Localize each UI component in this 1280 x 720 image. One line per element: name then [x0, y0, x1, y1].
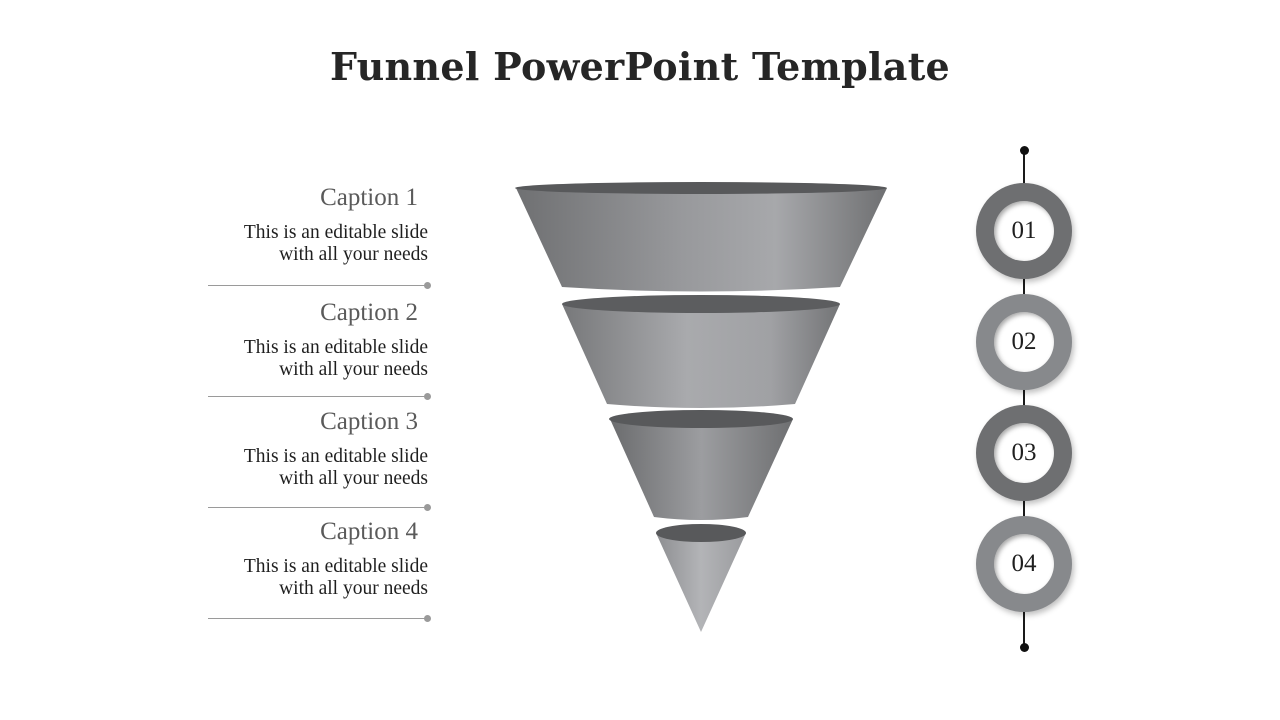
step-number-4: 04: [994, 534, 1054, 594]
caption-title: Caption 3: [320, 408, 418, 435]
step-number-2: 02: [994, 312, 1054, 372]
funnel-segment-3: [609, 410, 793, 520]
caption-description: This is an editable slide with all your …: [168, 222, 428, 266]
caption-line-1: This is an editable slide: [243, 446, 428, 467]
caption-divider: [208, 507, 426, 508]
caption-description: This is an editable slide with all your …: [168, 446, 428, 490]
divider-dot: [424, 615, 431, 622]
axis-bottom-dot: [1019, 643, 1029, 652]
caption-description: This is an editable slide with all your …: [168, 556, 428, 600]
funnel-segment-2: [562, 295, 840, 408]
step-circle-2: 02: [976, 294, 1072, 390]
caption-line-1: This is an editable slide: [243, 556, 428, 577]
step-number-1: 01: [994, 201, 1054, 261]
funnel-segment-1: [515, 182, 887, 292]
caption-line-1: This is an editable slide: [243, 337, 428, 358]
divider-dot: [424, 393, 431, 400]
caption-title: Caption 1: [320, 184, 418, 211]
step-number-3: 03: [994, 423, 1054, 483]
step-circle-4: 04: [976, 516, 1072, 612]
caption-divider: [208, 396, 426, 397]
caption-title: Caption 4: [320, 518, 418, 545]
caption-title: Caption 2: [320, 299, 418, 326]
slide-title: Funnel PowerPoint Template: [329, 44, 951, 89]
caption-description: This is an editable slide with all your …: [168, 337, 428, 381]
caption-line-2: with all your needs: [279, 244, 428, 265]
caption-line-1: This is an editable slide: [243, 222, 428, 243]
axis-top-dot: [1019, 146, 1029, 155]
step-circle-1: 01: [976, 183, 1072, 279]
caption-line-2: with all your needs: [279, 468, 428, 489]
step-axis-line: [1023, 150, 1025, 647]
step-circle-3: 03: [976, 405, 1072, 501]
caption-divider: [208, 618, 426, 619]
divider-dot: [424, 282, 431, 289]
caption-line-2: with all your needs: [279, 578, 428, 599]
divider-dot: [424, 504, 431, 511]
funnel-segment-4: [656, 524, 746, 632]
caption-divider: [208, 285, 426, 286]
caption-line-2: with all your needs: [279, 359, 428, 380]
